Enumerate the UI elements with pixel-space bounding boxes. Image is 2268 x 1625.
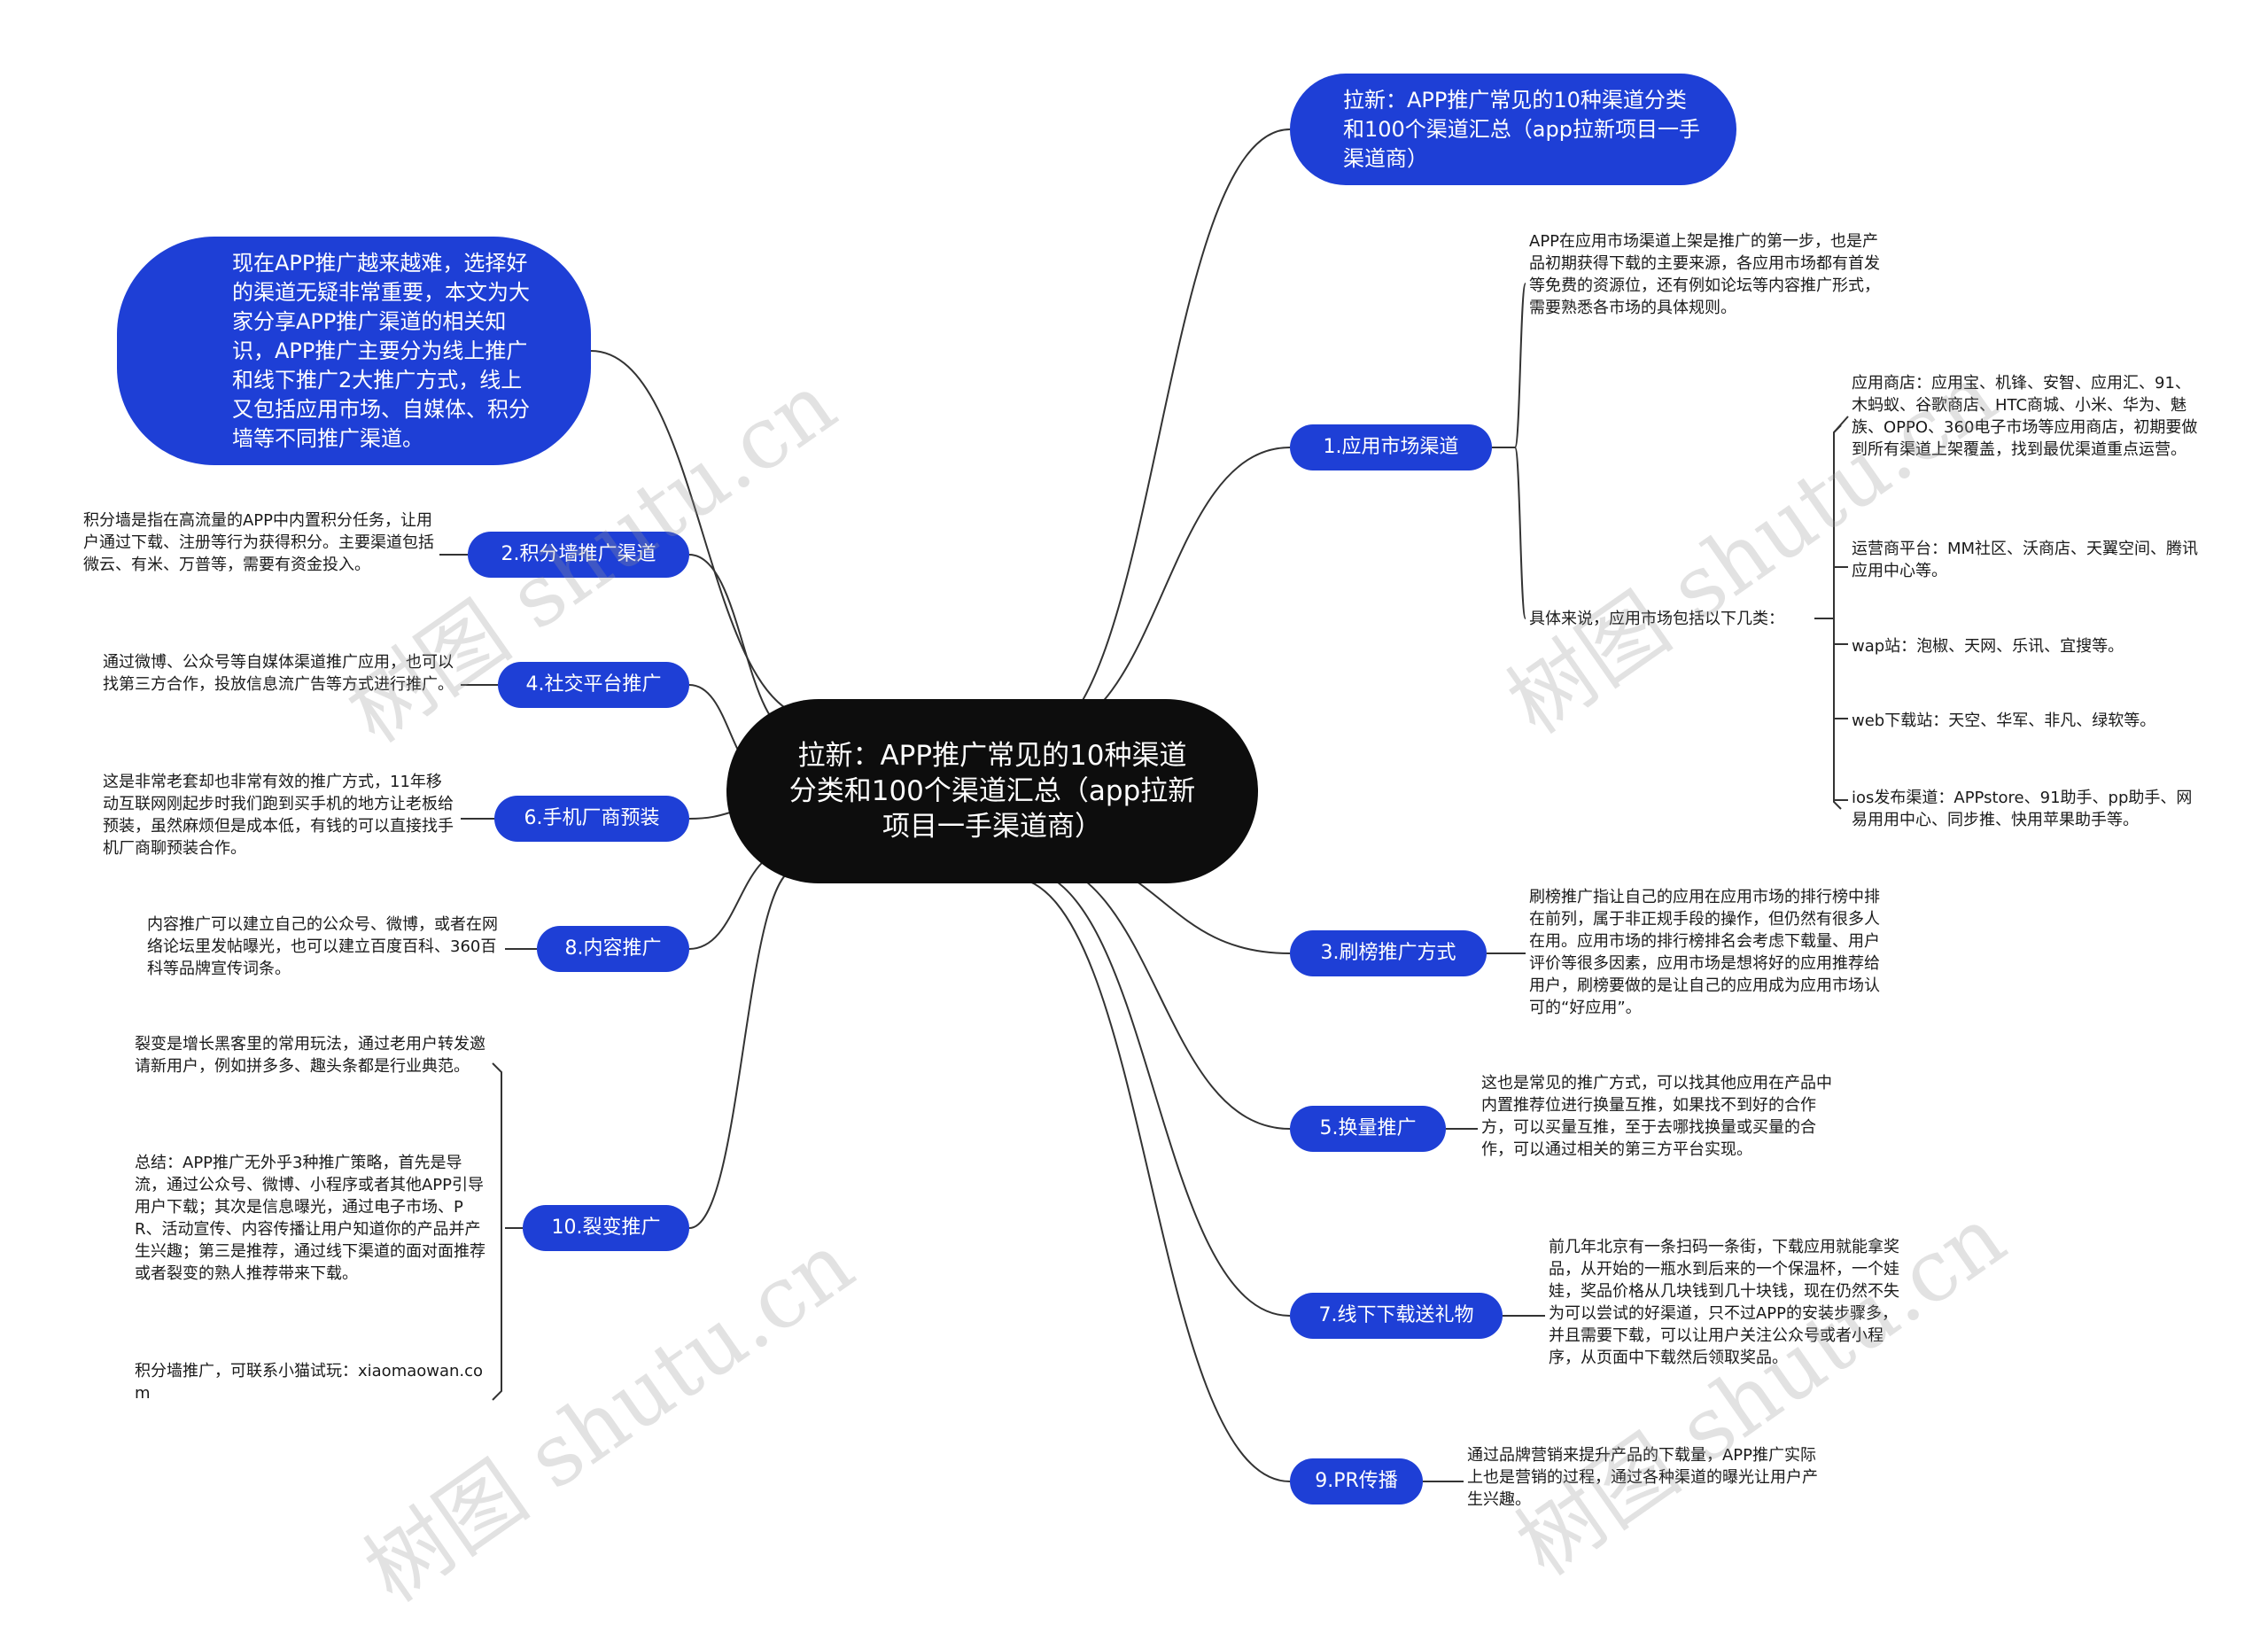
note-social: 通过微博、公众号等自媒体渠道推广应用，也可以找第三方合作，投放信息流广告等方式进…	[103, 653, 454, 694]
link-b1-sub	[1514, 447, 1526, 619]
note-pr: 通过品牌营销来提升产品的下载量，APP推广实际上也是营销的过程，通过各种渠道的曝…	[1467, 1446, 1818, 1509]
link-root-b9	[1009, 876, 1291, 1482]
link-sub-item-0	[1833, 416, 1849, 433]
branch-2-offerwall[interactable]: 2.积分墙推广渠道	[468, 532, 689, 578]
branch-9-pr[interactable]: 9.PR传播	[1290, 1458, 1423, 1504]
link-root-b1	[1036, 447, 1291, 736]
note-traffic-swap: 这也是常见的推广方式，可以找其他应用在产品中内置推荐位进行换量互推，如果找不到好…	[1481, 1074, 1832, 1159]
note-app-market-sub: 具体来说，应用市场包括以下几类：	[1529, 610, 1784, 628]
note-fission-contact: 积分墙推广，可联系小猫试玩：xiaomaowan.com	[135, 1362, 484, 1403]
branch-6-preinstall[interactable]: 6.手机厂商预装	[494, 796, 689, 842]
mindmap-canvas: 拉新：APP推广常见的10种渠道分类和100个渠道汇总（app拉新项目一手渠道商…	[83, 74, 2199, 1621]
top-title-node[interactable]: 拉新：APP推广常见的10种渠道分类和100个渠道汇总（app拉新项目一手渠道商…	[1290, 74, 1736, 185]
link-b1-note	[1514, 283, 1526, 448]
link-root-top	[1027, 128, 1291, 745]
note-app-market: APP在应用市场渠道上架是推广的第一步，也是产品初期获得下载的主要来源，各应用市…	[1529, 232, 1880, 317]
list-item-app-store: 应用商店：应用宝、机锋、安智、应用汇、91、木蚂蚁、谷歌商店、HTC商城、小米、…	[1852, 374, 2198, 459]
note-ranking: 刷榜推广指让自己的应用在应用市场的排行榜中排在前列，属于非正规手段的操作，但仍然…	[1529, 888, 1880, 1017]
branch-8-content[interactable]: 8.内容推广	[537, 926, 689, 972]
branch-5-traffic-swap[interactable]: 5.换量推广	[1290, 1106, 1446, 1152]
list-item-operator: 运营商平台：MM社区、沃商店、天翼空间、腾讯应用中心等。	[1852, 540, 2199, 580]
list-item-wap: wap站：泡椒、天网、乐讯、宜搜等。	[1852, 637, 2124, 656]
link-root-intro	[590, 350, 816, 719]
link-root-b5	[1027, 859, 1291, 1130]
connector-lines	[439, 128, 1849, 1482]
root-node[interactable]: 拉新：APP推广常见的10种渠道分类和100个渠道汇总（app拉新项目一手渠道商…	[726, 699, 1258, 883]
branch-1-app-market[interactable]: 1.应用市场渠道	[1290, 424, 1492, 470]
link-sub-bracket	[1833, 424, 1842, 810]
note-preinstall: 这是非常老套却也非常有效的推广方式，11年移动互联网刚起步时我们跑到买手机的地方…	[103, 773, 454, 858]
list-item-web-download: web下载站：天空、华军、非凡、绿软等。	[1852, 711, 2156, 730]
note-content: 内容推广可以建立自己的公众号、微博，或者在网络论坛里发帖曝光，也可以建立百度百科…	[147, 915, 498, 978]
note-offerwall: 积分墙是指在高流量的APP中内置积分任务，让用户通过下载、注册等行为获得积分。主…	[83, 511, 434, 574]
note-fission-1: 裂变是增长黑客里的常用玩法，通过老用户转发邀请新用户，例如拼多多、趣头条都是行业…	[135, 1035, 485, 1076]
link-b10-bracket	[492, 1062, 502, 1401]
branch-4-social[interactable]: 4.社交平台推广	[498, 662, 689, 708]
link-root-b7	[1018, 867, 1291, 1317]
link-root-b10	[688, 867, 798, 1229]
list-item-ios: ios发布渠道：APPstore、91助手、pp助手、网易用用中心、同步推、快用…	[1852, 789, 2193, 829]
branch-3-ranking[interactable]: 3.刷榜推广方式	[1290, 930, 1487, 976]
branch-10-fission[interactable]: 10.裂变推广	[523, 1205, 689, 1251]
branch-7-offline-gift[interactable]: 7.线下下载送礼物	[1290, 1293, 1503, 1339]
note-fission-summary: 总结：APP推广无外乎3种推广策略，首先是导流，通过公众号、微博、小程序或者其他…	[135, 1154, 485, 1283]
note-offline-gift: 前几年北京有一条扫码一条街，下载应用就能拿奖品，从开始的一瓶水到后来的一个保温杯…	[1549, 1238, 1899, 1367]
intro-node[interactable]: 现在APP推广越来越难，选择好的渠道无疑非常重要，本文为大家分享APP推广渠道的…	[117, 237, 591, 465]
